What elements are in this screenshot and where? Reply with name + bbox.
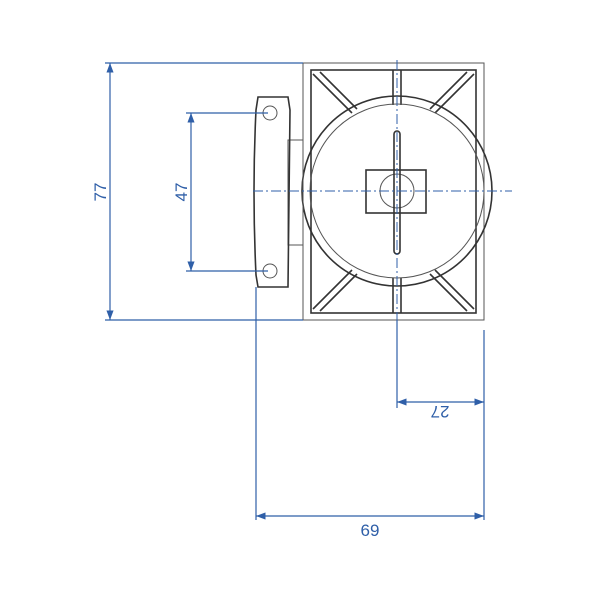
dimension-77: 77 <box>91 62 303 321</box>
dimension-27: 27 <box>396 320 485 520</box>
dimension-label-47: 47 <box>172 183 191 202</box>
base-plate <box>302 62 485 321</box>
dimension-label-69: 69 <box>361 521 380 540</box>
center-lines <box>253 60 512 335</box>
dimension-label-77: 77 <box>91 183 110 202</box>
dimension-47: 47 <box>172 112 268 272</box>
dimension-69: 69 <box>255 287 484 540</box>
hinge-handle <box>253 96 304 288</box>
dimension-label-27: 27 <box>431 402 450 421</box>
